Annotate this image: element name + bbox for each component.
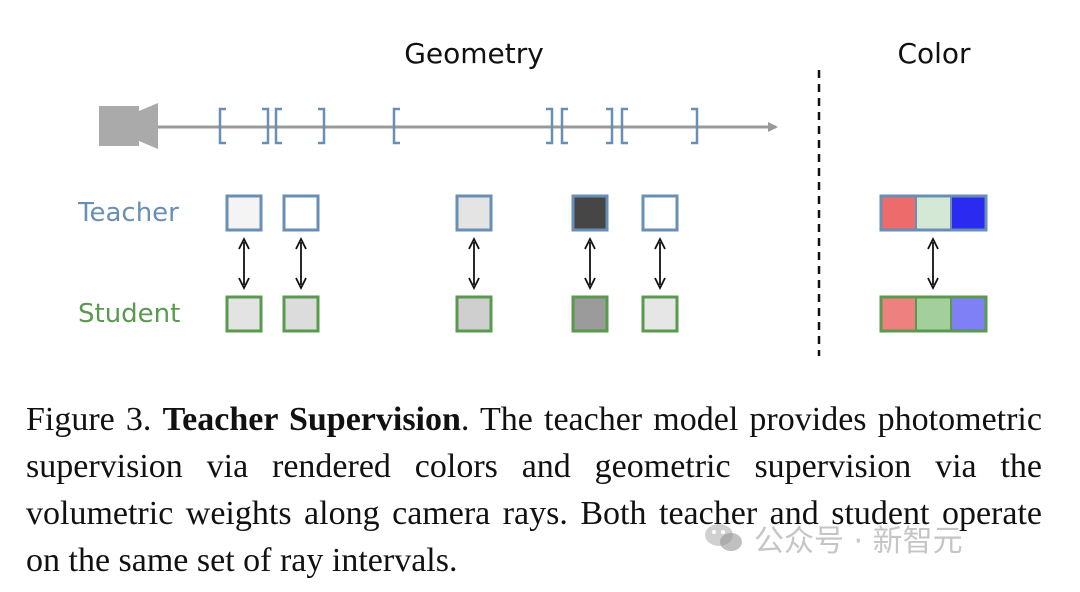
interval-open-bracket xyxy=(392,107,400,145)
figure-caption: Figure 3. Teacher Supervision. The teach… xyxy=(26,396,1042,584)
caption-prefix: Figure 3. xyxy=(26,401,163,438)
interval-close-bracket xyxy=(262,107,270,145)
interval-close-bracket xyxy=(546,107,554,145)
interval-close-bracket xyxy=(606,107,614,145)
geometry-weights xyxy=(225,194,679,333)
arrow-head-up xyxy=(927,236,939,250)
arrow-head-down xyxy=(654,277,666,291)
interval-close-bracket xyxy=(691,107,699,145)
student-weight-box xyxy=(641,295,679,333)
teacher-color-bar xyxy=(879,194,988,232)
caption-title: Teacher Supervision xyxy=(162,401,461,438)
arrow-head-down xyxy=(468,277,480,291)
interval-open-bracket xyxy=(620,107,628,145)
arrow-head-down xyxy=(238,277,250,291)
camera-icon xyxy=(99,103,158,149)
arrow-head-up xyxy=(654,236,666,250)
arrow-head-down xyxy=(584,277,596,291)
teacher-weight-box xyxy=(455,194,493,232)
student-weight-box xyxy=(282,295,320,333)
student-weight-box xyxy=(225,295,263,333)
watermark-text: 公众号 · 新智元 xyxy=(754,524,963,559)
color-title: Color xyxy=(897,37,971,70)
teacher-color-segment xyxy=(951,196,986,230)
arrow-head-up xyxy=(295,236,307,250)
teacher-color-segment xyxy=(881,196,916,230)
interval-open-bracket xyxy=(274,107,282,145)
arrow-head-up xyxy=(468,236,480,250)
student-color-segment xyxy=(916,297,951,331)
arrow-head-down xyxy=(927,277,939,291)
arrow-head-down xyxy=(295,277,307,291)
teacher-weight-box xyxy=(225,194,263,232)
student-color-segment xyxy=(951,297,986,331)
watermark: 公众号 · 新智元 xyxy=(704,516,963,560)
arrow-head-up xyxy=(584,236,596,250)
geometry-title: Geometry xyxy=(404,37,544,70)
teacher-weight-box xyxy=(282,194,320,232)
wechat-icon xyxy=(705,524,742,551)
student-color-segment xyxy=(881,297,916,331)
arrow-head-up xyxy=(238,236,250,250)
student-label: Student xyxy=(78,299,180,329)
interval-open-bracket xyxy=(560,107,568,145)
student-weight-box xyxy=(571,295,609,333)
student-color-bar xyxy=(879,295,988,333)
teacher-weight-box xyxy=(641,194,679,232)
ray-intervals xyxy=(218,107,699,145)
color-supervision xyxy=(879,194,988,333)
teacher-color-segment xyxy=(916,196,951,230)
interval-open-bracket xyxy=(218,107,226,145)
teacher-label: Teacher xyxy=(77,198,179,228)
caption-body: . The teacher model provides photometric… xyxy=(26,401,1042,579)
interval-close-bracket xyxy=(318,107,326,145)
diagram: Geometry Color Teacher Student xyxy=(77,37,988,356)
student-weight-box xyxy=(455,295,493,333)
teacher-weight-box xyxy=(571,194,609,232)
